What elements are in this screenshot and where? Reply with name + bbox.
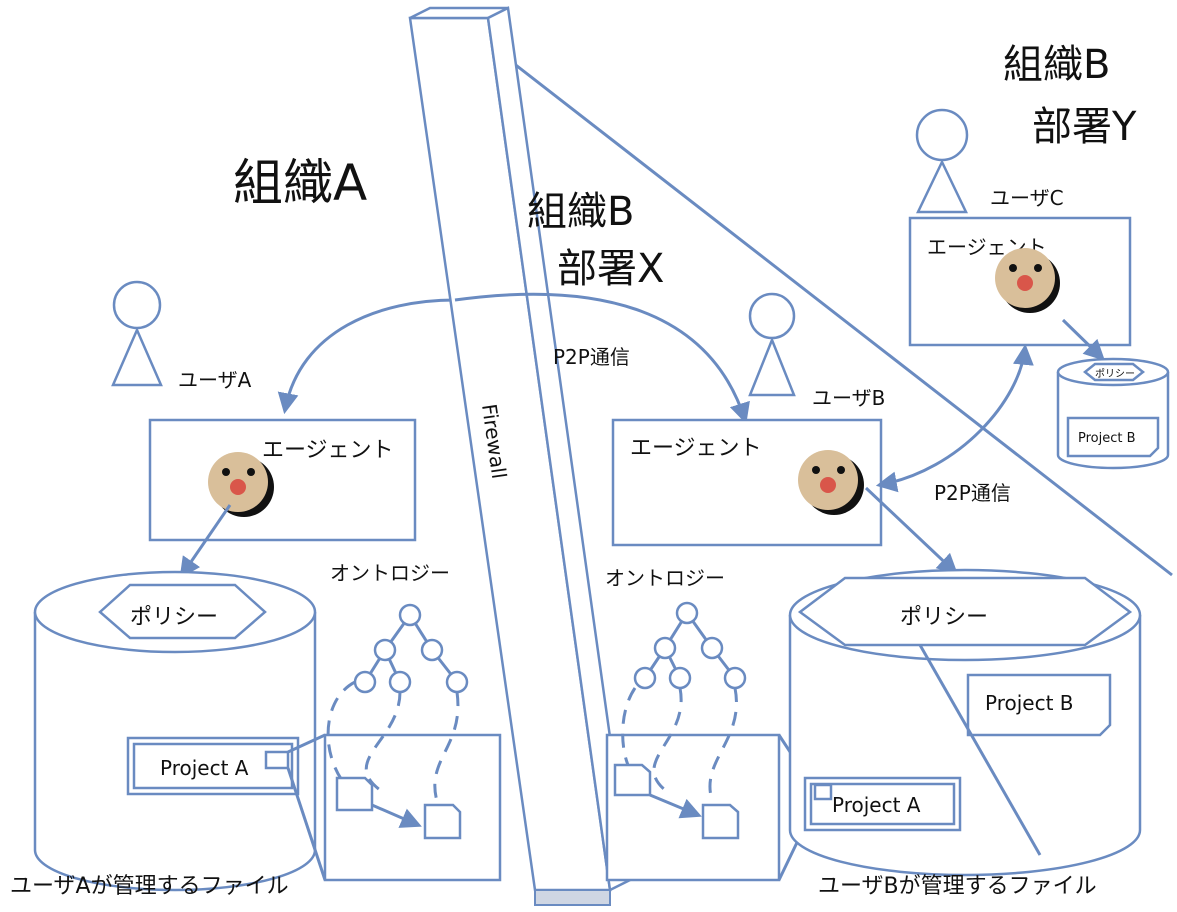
zoom-line-top-left xyxy=(287,733,326,754)
policy-b-label: ポリシー xyxy=(900,605,988,630)
agent-b-to-policy-arrow xyxy=(864,486,959,575)
agent-c-to-db-arrow xyxy=(1061,318,1106,361)
agent-b-label: エージェント xyxy=(630,436,762,461)
ontology-a-label: オントロジー xyxy=(330,561,450,585)
project-a-link-icon xyxy=(264,750,290,770)
agent-a-label: エージェント xyxy=(262,438,394,463)
department-boundary-line xyxy=(489,43,1173,577)
project-b-label-c: Project B xyxy=(1078,431,1136,446)
doc-a1-icon xyxy=(335,776,374,812)
doc-a-link-arrow xyxy=(371,803,422,828)
doc-b2-icon xyxy=(701,803,740,840)
ontology-b-tree xyxy=(633,601,747,690)
org-b-x-line2: 部署X xyxy=(557,246,664,292)
agent-a-box xyxy=(148,418,417,542)
ontology-a-tree xyxy=(353,603,469,694)
user-b-label: ユーザB xyxy=(812,386,885,410)
agent-a-face-icon xyxy=(208,452,274,517)
p2p-label-2: P2P通信 xyxy=(934,481,1011,505)
user-b-icon xyxy=(748,292,796,397)
policy-b-shape xyxy=(797,576,1133,647)
ontology-a-mapping-2 xyxy=(364,691,402,792)
zoom-line-bottom-left xyxy=(286,767,327,881)
agent-b-face-icon xyxy=(798,450,864,515)
policy-c-label: ポリシー xyxy=(1095,368,1135,380)
project-a-copy-link-icon xyxy=(813,783,833,801)
connector-to-agent-a xyxy=(277,298,456,415)
doc-b-link-arrow xyxy=(649,793,702,819)
user-c-icon xyxy=(915,108,969,214)
project-a-label-left: Project A xyxy=(160,756,249,780)
project-a-label-right: Project A xyxy=(832,793,921,817)
user-c-label: ユーザC xyxy=(990,186,1064,210)
user-a-label: ユーザA xyxy=(178,368,252,392)
p2p-label-1: P2P通信 xyxy=(553,345,630,369)
org-b-x-line1: 組織B xyxy=(527,189,634,235)
files-a-caption: ユーザAが管理するファイル xyxy=(10,874,289,899)
project-b-label-main: Project B xyxy=(985,691,1074,715)
p2p-connection-a-b xyxy=(454,292,750,425)
agent-a-to-policy-arrow xyxy=(179,504,232,579)
org-a-title: 組織A xyxy=(233,154,367,212)
org-b-y-line2: 部署Y xyxy=(1032,104,1137,150)
policy-a-shape xyxy=(98,583,267,640)
org-b-y-line1: 組織B xyxy=(1003,42,1110,88)
boundary-line-through-db xyxy=(918,644,1042,856)
ontology-b-mapping-1 xyxy=(621,687,637,766)
ontology-b-mapping-3 xyxy=(708,687,738,801)
firewall-wall xyxy=(408,6,632,906)
policy-a-label: ポリシー xyxy=(130,605,218,630)
ontology-b-mapping-2 xyxy=(652,687,683,792)
project-a-copy-file xyxy=(809,782,956,826)
doc-b1-icon xyxy=(613,763,652,797)
project-b-file xyxy=(966,673,1112,737)
ontology-b-label: オントロジー xyxy=(605,566,725,590)
ontology-a-mapping-3 xyxy=(433,691,460,811)
p2p-connection-b-c xyxy=(875,343,1034,493)
doc-a2-icon xyxy=(423,803,462,840)
project-b-file-c xyxy=(1066,416,1160,458)
policy-c-shape xyxy=(1082,362,1146,382)
ontology-b-detail-box xyxy=(605,733,781,882)
agent-c-face-icon xyxy=(995,248,1060,313)
files-b-caption: ユーザBが管理するファイル xyxy=(818,874,1097,899)
user-a-icon xyxy=(111,280,163,387)
